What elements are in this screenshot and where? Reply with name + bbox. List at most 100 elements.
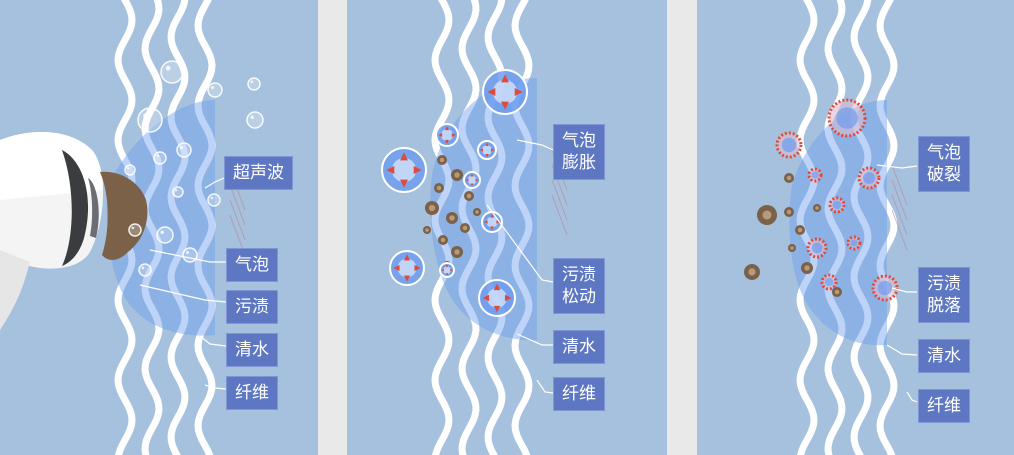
bubble <box>172 186 184 198</box>
bubble <box>153 151 167 165</box>
bubble <box>207 82 223 98</box>
pressure-arrow <box>393 264 400 272</box>
pressure-arrow <box>451 133 456 137</box>
pressure-arrow <box>386 166 395 174</box>
bubble <box>124 164 136 176</box>
bubble-core <box>467 175 477 185</box>
bubble <box>176 142 192 158</box>
pressure-arrow <box>414 264 421 272</box>
bubble-core <box>391 157 417 183</box>
panel-ultrasound <box>0 0 318 455</box>
label-bubble-burst: 气泡 破裂 <box>918 136 970 192</box>
fiber-strand <box>141 0 163 455</box>
water-zone <box>106 100 215 336</box>
leader-line <box>516 333 553 346</box>
water-zone <box>789 100 887 346</box>
dirt-particles <box>744 173 842 297</box>
bubble-core <box>397 258 417 278</box>
pressure-arrow <box>490 148 495 152</box>
pressure-arrow <box>485 153 489 158</box>
pressure-arrow <box>487 88 496 96</box>
dirt-center <box>475 210 479 214</box>
pressure-arrow <box>445 126 449 131</box>
bubble-highlight <box>175 189 178 192</box>
bubble-core <box>440 128 454 142</box>
label-water: 清水 <box>553 330 605 364</box>
ray-line <box>229 199 246 241</box>
pressure-arrow <box>465 178 469 182</box>
bubble-core <box>486 216 498 228</box>
bubble <box>182 247 198 263</box>
pressure-arrow <box>496 220 500 224</box>
bubble-core <box>832 200 842 210</box>
dirt-center <box>439 157 445 163</box>
bubble-core <box>850 239 858 247</box>
pressure-arrow <box>400 179 408 188</box>
pressure-arrow <box>475 178 479 182</box>
expanded-bubbles <box>381 69 528 317</box>
bubble-highlight <box>160 230 164 234</box>
pressure-arrow <box>501 74 509 83</box>
pressure-arrow <box>504 294 512 302</box>
label-fiber: 纤维 <box>918 389 970 423</box>
leader-line <box>204 177 225 189</box>
bursting-bubbles <box>775 98 899 302</box>
ray-line <box>891 164 908 206</box>
ray-line <box>891 179 908 221</box>
pressure-arrow <box>490 214 494 218</box>
fiber-strand <box>167 0 189 455</box>
label-fiber: 纤维 <box>553 377 605 411</box>
pressure-arrow <box>445 264 449 267</box>
fibers <box>114 0 216 455</box>
leader-line <box>139 284 227 303</box>
pressure-arrow <box>482 294 490 302</box>
dirt-center <box>436 185 442 191</box>
bubble-highlight <box>180 146 184 150</box>
dirt-center <box>466 193 472 199</box>
bubble-highlight <box>165 65 171 71</box>
pressure-arrow <box>403 254 411 261</box>
pressure-arrow <box>484 220 488 224</box>
ray-line <box>551 179 568 221</box>
dirt-center <box>425 228 429 232</box>
panel-3-art <box>744 0 918 455</box>
bubble-core <box>863 172 875 184</box>
bubble-core <box>811 242 823 254</box>
leader-lines <box>876 164 918 403</box>
label-stain-loosening: 污渍 松动 <box>553 258 605 314</box>
leader-line <box>891 287 917 293</box>
pressure-arrow <box>400 152 408 161</box>
bubble-highlight <box>186 251 190 255</box>
dirt-center <box>786 209 792 215</box>
bubble <box>246 111 264 129</box>
fiber-strand <box>511 0 533 455</box>
bubble-core <box>487 288 507 308</box>
water-zone <box>430 78 537 341</box>
bubble-highlight <box>143 113 149 119</box>
pressure-arrow <box>403 275 411 282</box>
dirt-center <box>804 265 810 271</box>
bubble-core <box>781 137 797 153</box>
dirt-center <box>790 246 794 250</box>
pressure-arrow <box>441 268 444 272</box>
ray-line <box>551 194 568 236</box>
bubble <box>138 263 152 277</box>
dirt-center <box>454 172 460 178</box>
dirt-center <box>797 227 803 233</box>
panel-bubble-expansion <box>347 0 667 455</box>
leader-line <box>204 384 227 390</box>
panel-2-art <box>381 0 568 455</box>
pressure-arrow <box>445 139 449 144</box>
pressure-arrow <box>479 148 484 152</box>
pressure-arrow <box>490 226 494 230</box>
pressure-arrow <box>470 173 474 177</box>
bubble-core <box>877 280 893 296</box>
pressure-arrow <box>450 268 453 272</box>
rays <box>891 164 908 251</box>
dirt-center <box>449 215 455 221</box>
dirt-center <box>462 225 468 231</box>
dirt-center <box>454 249 460 255</box>
bubble-core <box>482 145 492 155</box>
leader-line <box>886 344 918 356</box>
